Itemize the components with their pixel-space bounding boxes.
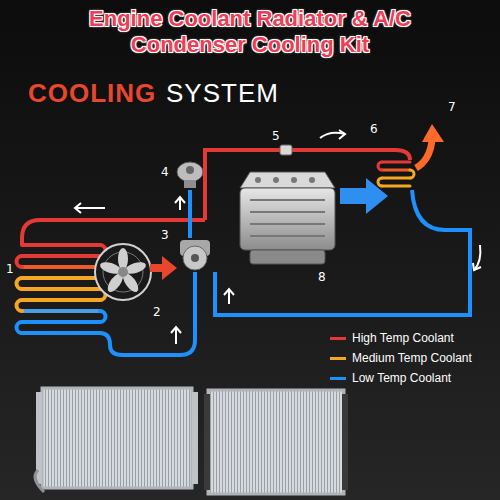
callout-number: 7: [448, 100, 456, 114]
section-heading: SYSTEM: [166, 78, 279, 108]
flow-arrow: [340, 178, 388, 214]
heater-core: [378, 162, 414, 186]
direction-arrow: [75, 130, 481, 344]
legend-text: High Temp Coolant: [352, 331, 454, 345]
legend-swatch: [330, 337, 346, 340]
fan: [95, 244, 151, 300]
legend-row: Medium Temp Coolant: [330, 348, 472, 368]
callout-number: 6: [370, 122, 378, 136]
legend: High Temp CoolantMedium Temp CoolantLow …: [330, 328, 472, 388]
radiator-coil: [17, 245, 106, 333]
heat-arrow: [416, 140, 432, 168]
water-pump: [180, 240, 210, 270]
section-heading: COOLING: [28, 78, 156, 108]
legend-swatch: [330, 377, 346, 380]
legend-row: High Temp Coolant: [330, 328, 472, 348]
legend-text: Medium Temp Coolant: [352, 351, 472, 365]
heat-arrow-head: [422, 124, 444, 142]
legend-row: Low Temp Coolant: [330, 368, 472, 388]
callout-number: 8: [318, 270, 326, 284]
callout-number: 4: [161, 165, 169, 179]
radiator-photo: [204, 390, 348, 494]
condenser-photo: [35, 388, 198, 492]
callout-number: 3: [161, 228, 169, 242]
cool-pipe: [188, 190, 192, 238]
title: Engine Coolant Radiator & A/C Condenser …: [30, 6, 470, 58]
callout-number: 5: [272, 129, 280, 143]
legend-swatch: [330, 357, 346, 360]
engine-block: [240, 172, 335, 264]
callout-number: 2: [153, 305, 161, 319]
thermostat: [177, 162, 203, 188]
flow-arrow: [150, 256, 177, 280]
hot-pipe: [22, 220, 205, 245]
callout-number: 1: [6, 262, 14, 276]
temp-sensor: [280, 145, 292, 155]
legend-text: Low Temp Coolant: [352, 371, 451, 385]
